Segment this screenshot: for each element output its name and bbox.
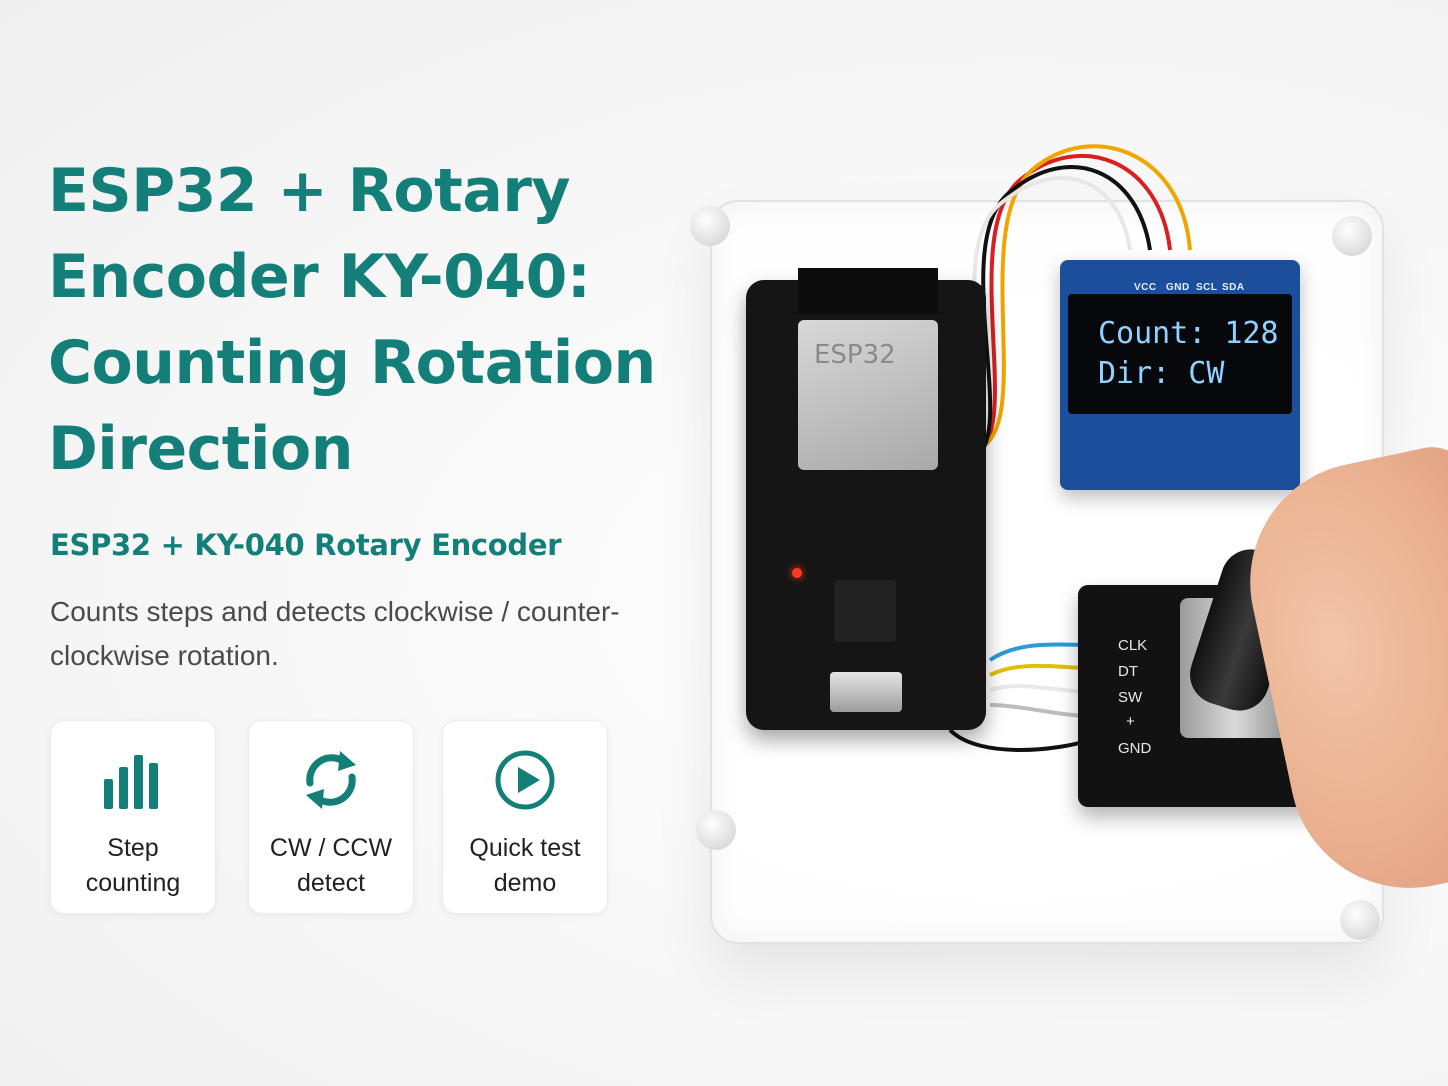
antenna: [798, 268, 938, 314]
oled-pin-label: SCL: [1196, 282, 1218, 293]
subtitle: ESP32 + KY-040 Rotary Encoder: [50, 528, 562, 562]
feature-card-direction-detect: CW / CCW detect: [248, 720, 414, 914]
esp32-module-shield: [798, 320, 938, 470]
play-icon: [495, 750, 555, 810]
oled-pin-label: VCC: [1134, 282, 1157, 293]
esp32-chip-label: ESP32: [814, 340, 896, 370]
usb-chip: [834, 580, 896, 642]
feature-card-quick-test: Quick test demo: [442, 720, 608, 914]
standoff: [696, 810, 736, 850]
power-led: [792, 568, 802, 578]
micro-usb-port: [830, 672, 902, 712]
feature-label: CW / CCW detect: [249, 831, 413, 901]
oled-screen: Count: 128 Dir: CW: [1068, 294, 1292, 414]
oled-pin-label: GND: [1166, 282, 1190, 293]
encoder-pin-label: GND: [1118, 740, 1152, 757]
description: Counts steps and detects clockwise / cou…: [50, 596, 620, 671]
bar-chart-icon: [104, 755, 158, 809]
standoff: [1332, 216, 1372, 256]
oled-pin-label: SDA: [1222, 282, 1245, 293]
feature-card-step-counting: Step counting: [50, 720, 216, 914]
page-title: ESP32 + Rotary Encoder KY-040: Counting …: [48, 156, 656, 484]
jumper-wires: [948, 144, 1192, 752]
feature-label-line: detect: [296, 869, 366, 897]
hardware-photo: ESP32 VCC GND SCL SDA Count: 128 Dir: CW…: [660, 120, 1448, 1086]
oled-display: VCC GND SCL SDA Count: 128 Dir: CW: [1060, 260, 1300, 490]
feature-label: Step counting: [51, 831, 215, 901]
oled-direction-text: Dir: CW: [1098, 356, 1225, 391]
encoder-pin-label: SW: [1118, 689, 1143, 706]
rotate-arrows-icon: [306, 751, 356, 809]
encoder-pin-label: +: [1126, 713, 1135, 730]
encoder-pin-label: CLK: [1118, 637, 1148, 654]
esp32-board: ESP32: [746, 268, 986, 730]
feature-label: Quick test demo: [443, 831, 607, 901]
standoff: [690, 206, 730, 246]
feature-label-line: counting: [85, 869, 181, 897]
standoff: [1340, 900, 1380, 940]
feature-label-line: Step: [107, 834, 159, 862]
oled-count-text: Count: 128: [1098, 316, 1279, 351]
feature-label-line: CW / CCW: [269, 834, 393, 862]
encoder-pin-label: DT: [1118, 663, 1138, 680]
feature-label-line: demo: [493, 869, 557, 897]
feature-label-line: Quick test: [469, 834, 581, 862]
